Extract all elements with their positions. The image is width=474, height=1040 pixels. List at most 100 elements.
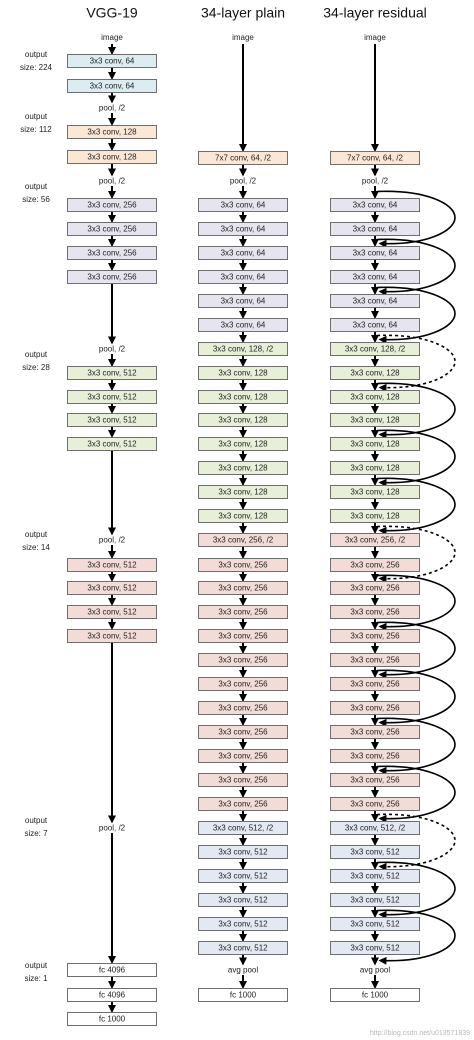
- output-size-label: output: [25, 530, 48, 539]
- layer-label-residual: 3x3 conv, 128: [350, 393, 400, 402]
- layer-label-residual: 3x3 conv, 128: [350, 464, 400, 473]
- layer-label-vgg: 3x3 conv, 128: [87, 153, 137, 162]
- layer-label-residual: 3x3 conv, 256: [350, 608, 400, 617]
- layer-box-plain: [198, 246, 288, 260]
- layer-box-residual: [330, 222, 420, 236]
- layer-label-plain: 3x3 conv, 128: [218, 416, 268, 425]
- layer-label-residual: 3x3 conv, 256: [350, 704, 400, 713]
- layer-box-residual: [330, 366, 420, 380]
- layer-box-vgg: [67, 413, 157, 427]
- layer-label-plain: fc 1000: [230, 991, 257, 1000]
- layer-box-residual: [330, 294, 420, 308]
- layer-box-residual: [330, 893, 420, 907]
- input-label-plain: image: [232, 33, 254, 42]
- output-size-label: output: [25, 182, 48, 191]
- layer-box-residual: [330, 773, 420, 787]
- layer-label-vgg: 3x3 conv, 512: [87, 608, 137, 617]
- op-label-residual: avg pool: [360, 966, 390, 975]
- layer-label-vgg: 3x3 conv, 512: [87, 561, 137, 570]
- layer-label-vgg: fc 4096: [99, 991, 126, 1000]
- layer-box-residual: [330, 485, 420, 499]
- layer-box-plain: [198, 941, 288, 955]
- layer-box-plain: [198, 198, 288, 212]
- layer-label-plain: 7x7 conv, 64, /2: [215, 154, 271, 163]
- layer-label-residual: 3x3 conv, 64: [353, 249, 398, 258]
- output-size-value: size: 7: [24, 829, 48, 838]
- layer-label-plain: 3x3 conv, 128: [218, 369, 268, 378]
- layer-box-vgg: [67, 54, 157, 68]
- layer-box-residual: [330, 845, 420, 859]
- layer-box-vgg: [67, 125, 157, 139]
- op-label-vgg: pool, /2: [99, 824, 126, 833]
- layer-box-residual: [330, 629, 420, 643]
- layer-box-vgg: [67, 1012, 157, 1026]
- layer-box-vgg: [67, 581, 157, 595]
- layer-box-plain: [198, 270, 288, 284]
- layer-label-residual: fc 1000: [362, 991, 389, 1000]
- column-title-plain: 34-layer plain: [201, 5, 285, 21]
- layer-box-vgg: [67, 963, 157, 977]
- layer-label-vgg: 3x3 conv, 512: [87, 416, 137, 425]
- column-title-residual: 34-layer residual: [323, 5, 427, 21]
- layer-label-residual: 3x3 conv, 64: [353, 201, 398, 210]
- layer-box-plain: [198, 151, 288, 165]
- layer-box-plain: [198, 821, 288, 835]
- op-label-plain: pool, /2: [230, 177, 257, 186]
- layer-label-residual: 3x3 conv, 256: [350, 752, 400, 761]
- layer-box-vgg: [67, 605, 157, 619]
- layer-box-plain: [198, 701, 288, 715]
- layer-label-plain: 3x3 conv, 256: [218, 632, 268, 641]
- layer-box-vgg: [67, 390, 157, 404]
- layer-box-residual: [330, 725, 420, 739]
- layer-box-plain: [198, 318, 288, 332]
- layer-box-residual: [330, 342, 420, 356]
- layer-label-residual: 3x3 conv, 128: [350, 488, 400, 497]
- watermark-text: http://blog.csdn.net/u013571839: [370, 1030, 470, 1037]
- layer-box-residual: [330, 246, 420, 260]
- layer-label-plain: 3x3 conv, 64: [221, 273, 266, 282]
- layer-box-plain: [198, 797, 288, 811]
- layer-label-plain: 3x3 conv, 256: [218, 728, 268, 737]
- layer-box-residual: [330, 605, 420, 619]
- layer-box-vgg: [67, 222, 157, 236]
- layer-box-residual: [330, 558, 420, 572]
- layer-box-plain: [198, 390, 288, 404]
- op-label-vgg: pool, /2: [99, 536, 126, 545]
- layer-box-plain: [198, 653, 288, 667]
- layer-label-plain: 3x3 conv, 256: [218, 656, 268, 665]
- layer-box-vgg: [67, 629, 157, 643]
- layer-label-residual: 3x3 conv, 64: [353, 297, 398, 306]
- layer-label-vgg: 3x3 conv, 512: [87, 440, 137, 449]
- layer-box-plain: [198, 917, 288, 931]
- layer-box-plain: [198, 366, 288, 380]
- layer-box-plain: [198, 294, 288, 308]
- layer-box-residual: [330, 318, 420, 332]
- layer-label-plain: 3x3 conv, 256: [218, 752, 268, 761]
- layer-label-residual: 3x3 conv, 512: [350, 944, 400, 953]
- layer-box-residual: [330, 533, 420, 547]
- layer-box-vgg: [67, 79, 157, 93]
- layer-label-vgg: 3x3 conv, 64: [90, 82, 135, 91]
- layer-label-residual: 3x3 conv, 256: [350, 728, 400, 737]
- layer-label-plain: 3x3 conv, 512: [218, 944, 268, 953]
- layer-box-vgg: [67, 198, 157, 212]
- layer-box-plain: [198, 845, 288, 859]
- layer-box-plain: [198, 509, 288, 523]
- layer-label-plain: 3x3 conv, 128, /2: [213, 345, 274, 354]
- layer-label-vgg: fc 1000: [99, 1015, 126, 1024]
- layer-label-residual: 3x3 conv, 256: [350, 632, 400, 641]
- layer-label-residual: 3x3 conv, 512: [350, 920, 400, 929]
- layer-box-plain: [198, 677, 288, 691]
- layer-box-plain: [198, 533, 288, 547]
- layer-label-plain: 3x3 conv, 512, /2: [213, 824, 274, 833]
- layer-label-plain: 3x3 conv, 256, /2: [213, 536, 274, 545]
- layer-box-plain: [198, 988, 288, 1002]
- layer-label-plain: 3x3 conv, 128: [218, 488, 268, 497]
- layer-label-residual: 3x3 conv, 512, /2: [345, 824, 406, 833]
- layer-label-vgg: 3x3 conv, 256: [87, 273, 137, 282]
- layer-box-residual: [330, 653, 420, 667]
- layer-box-residual: [330, 749, 420, 763]
- layer-label-residual: 3x3 conv, 512: [350, 872, 400, 881]
- layer-box-plain: [198, 222, 288, 236]
